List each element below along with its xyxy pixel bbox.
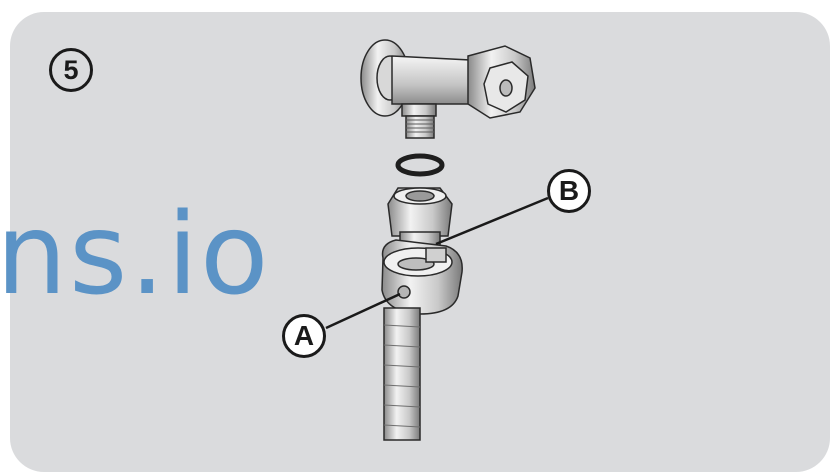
callout-b-label: B bbox=[559, 175, 579, 207]
hose-head bbox=[382, 240, 462, 314]
tap-valve bbox=[361, 40, 535, 138]
callout-b-leader bbox=[436, 198, 548, 244]
watermark-text: ns.io bbox=[0, 199, 271, 311]
sealing-washer bbox=[398, 156, 442, 174]
step-number-badge: 5 bbox=[49, 48, 93, 92]
step-number: 5 bbox=[63, 55, 78, 86]
hose bbox=[384, 308, 420, 440]
callout-a: A bbox=[282, 314, 326, 358]
coupling-nut bbox=[388, 188, 452, 248]
callout-b: B bbox=[547, 169, 591, 213]
callout-a-label: A bbox=[294, 320, 314, 352]
